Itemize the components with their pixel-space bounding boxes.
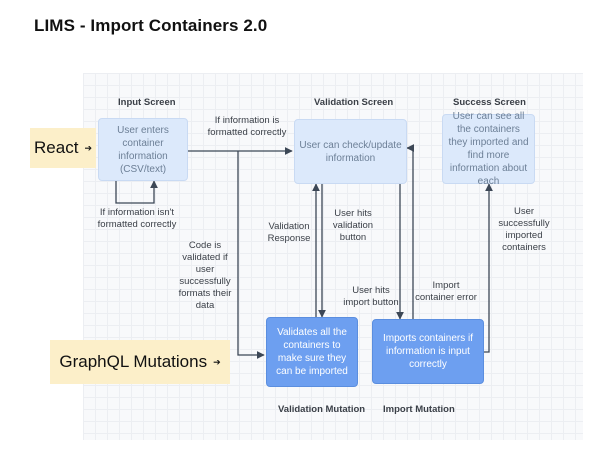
arrow-right-icon: ➔	[84, 142, 92, 153]
box-success-screen: User can see all the containers they imp…	[442, 111, 535, 187]
lane-label-graphql: GraphQL Mutations ➔	[50, 340, 230, 384]
edge-label-hits-validation: User hits validation button	[332, 208, 374, 243]
edge-input-self-loop	[115, 180, 158, 204]
edge-label-hits-import: User hits import button	[343, 285, 399, 308]
edge-imported-to-success	[484, 183, 493, 353]
box-validation-mutation: Validates all the containers to make sur…	[266, 317, 358, 387]
lane-label-graphql-text: GraphQL Mutations	[59, 352, 208, 371]
edge-label-validation-response: Validation Response	[267, 221, 311, 244]
edge-label-import-error: Import container error	[415, 280, 477, 303]
edge-label-not-formatted: If information isn't formatted correctly	[97, 207, 177, 230]
edge-import-error	[406, 144, 415, 319]
heading-input-screen: Input Screen	[118, 97, 176, 108]
heading-import-mutation: Import Mutation	[383, 404, 455, 415]
heading-validation-mutation: Validation Mutation	[278, 404, 366, 415]
edge-label-formatted: If information is formatted correctly	[207, 115, 287, 138]
edge-input-to-validation-mutation	[237, 151, 265, 359]
box-import-mutation: Imports containers if information is inp…	[372, 319, 484, 384]
heading-success-screen: Success Screen	[453, 97, 526, 108]
edge-label-code-validated: Code is validated if user successfully f…	[178, 240, 232, 311]
lane-label-react: React ➔	[30, 128, 96, 168]
lane-label-react-text: React	[34, 138, 79, 157]
box-input-screen: User enters container information (CSV/t…	[98, 118, 188, 181]
edge-label-imported: User successfully imported containers	[498, 206, 550, 253]
arrow-right-icon: ➔	[213, 356, 221, 367]
heading-validation-screen: Validation Screen	[314, 97, 394, 108]
box-validation-screen: User can check/update information	[294, 119, 407, 184]
diagram-title: LIMS - Import Containers 2.0	[34, 16, 268, 35]
